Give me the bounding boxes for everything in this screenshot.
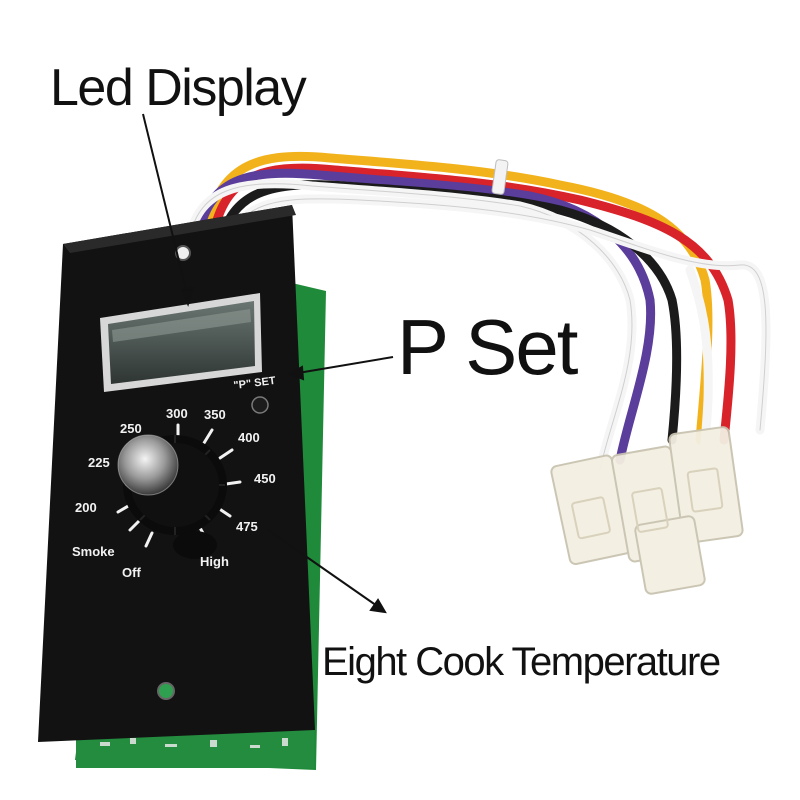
dial-label-350: 350: [204, 407, 226, 422]
dial-label-475: 475: [236, 519, 258, 534]
p-set-label: "P" SET: [233, 375, 277, 392]
p-set-button[interactable]: [251, 396, 269, 414]
callout-arrows: [142, 113, 394, 614]
dial-labels: Smoke Off 200 225 250 300 350 400 450 47…: [72, 406, 276, 580]
dial-label-200: 200: [75, 500, 97, 515]
dial-label-high: High: [200, 554, 229, 569]
callout-p-set: P Set: [397, 303, 578, 391]
led-display: [100, 293, 262, 392]
temperature-knob[interactable]: [117, 434, 227, 559]
callout-led-display: Led Display: [50, 59, 307, 117]
dial-label-400: 400: [238, 430, 260, 445]
wire-connectors: [550, 426, 744, 595]
dial-label-smoke: Smoke: [72, 544, 115, 559]
dial-label-225: 225: [88, 455, 110, 470]
callout-eight-cook-temperature: Eight Cook Temperature: [322, 640, 721, 684]
dial-label-250: 250: [120, 421, 142, 436]
dial-label-300: 300: [166, 406, 188, 421]
dial-label-450: 450: [254, 471, 276, 486]
dial-label-off: Off: [122, 565, 141, 580]
wire-harness: [185, 151, 771, 475]
